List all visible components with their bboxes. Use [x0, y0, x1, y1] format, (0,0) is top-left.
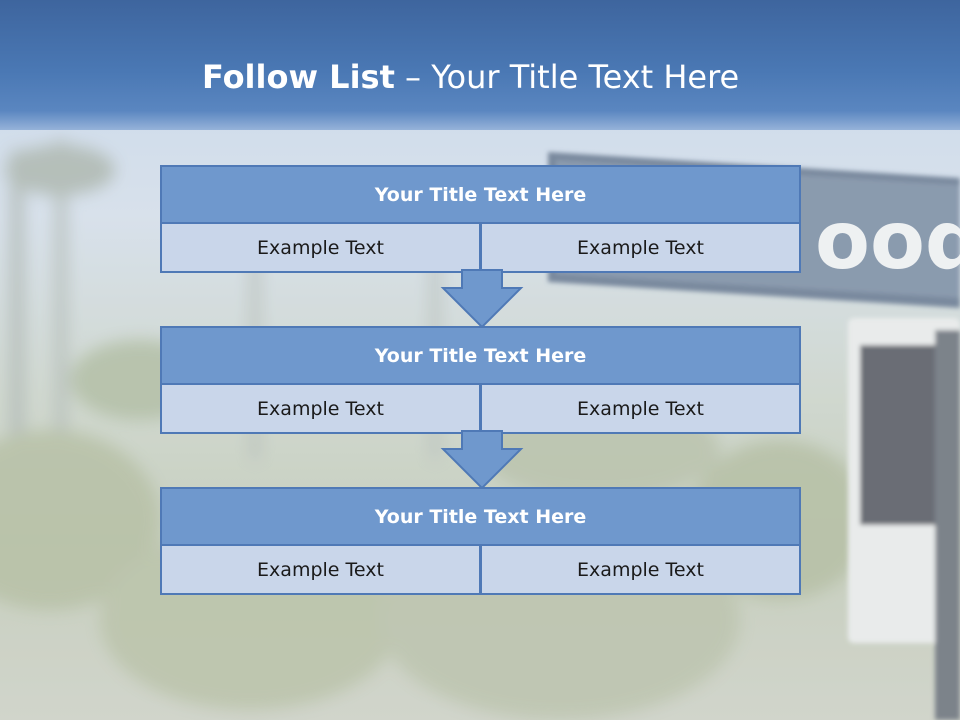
list-block-2: Your Title Text Here Example Text Exampl… — [160, 326, 801, 434]
block-title: Your Title Text Here — [374, 183, 587, 206]
block-title-box: Your Title Text Here — [160, 326, 801, 385]
list-block-1: Your Title Text Here Example Text Exampl… — [160, 165, 801, 273]
block-right-cell: Example Text — [480, 544, 801, 595]
block-left-text: Example Text — [257, 397, 384, 420]
block-left-cell: Example Text — [160, 222, 481, 273]
background-sign-text: ood — [815, 194, 960, 287]
block-right-cell: Example Text — [480, 222, 801, 273]
title-bold: Follow List — [202, 58, 395, 96]
slide-title: Follow List – Your Title Text Here — [202, 52, 739, 102]
block-right-text: Example Text — [577, 558, 704, 581]
list-block-3: Your Title Text Here Example Text Exampl… — [160, 487, 801, 595]
block-title-box: Your Title Text Here — [160, 165, 801, 224]
block-right-cell: Example Text — [480, 383, 801, 434]
block-title: Your Title Text Here — [374, 505, 587, 528]
block-left-text: Example Text — [257, 558, 384, 581]
block-title: Your Title Text Here — [374, 344, 587, 367]
down-arrow-icon — [440, 430, 524, 490]
block-left-text: Example Text — [257, 236, 384, 259]
block-left-cell: Example Text — [160, 544, 481, 595]
block-title-box: Your Title Text Here — [160, 487, 801, 546]
block-right-text: Example Text — [577, 236, 704, 259]
block-right-text: Example Text — [577, 397, 704, 420]
down-arrow-icon — [440, 269, 524, 329]
title-rest: – Your Title Text Here — [394, 58, 740, 96]
header-band — [0, 0, 960, 130]
block-left-cell: Example Text — [160, 383, 481, 434]
